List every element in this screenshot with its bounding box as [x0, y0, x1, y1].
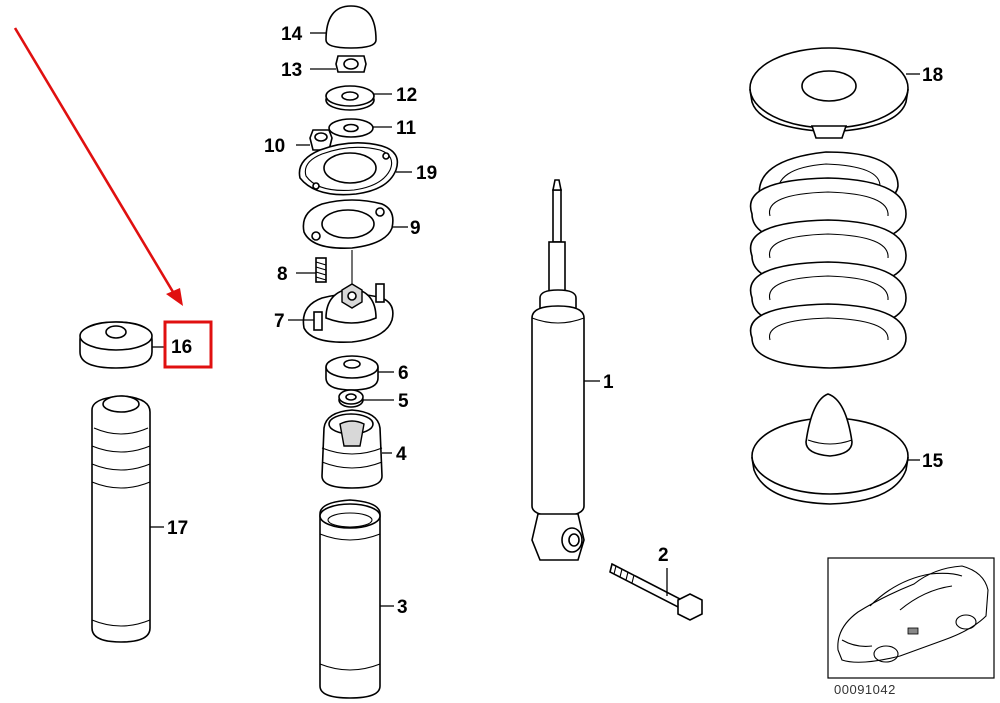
callout-6[interactable]: 6 [398, 363, 409, 384]
part-15-spring-pad[interactable] [751, 393, 920, 505]
part-10-nut[interactable] [296, 129, 333, 151]
callout-19[interactable]: 19 [416, 163, 437, 184]
callout-3[interactable]: 3 [397, 597, 408, 618]
callout-10[interactable]: 10 [264, 136, 285, 157]
part-16-cap[interactable] [79, 321, 166, 369]
callout-7[interactable]: 7 [274, 311, 285, 332]
callout-18[interactable]: 18 [922, 65, 943, 86]
callout-5[interactable]: 5 [398, 391, 409, 412]
part-6-cup[interactable] [325, 355, 394, 391]
diagram-reference-number: 00091042 [834, 682, 896, 697]
callout-9[interactable]: 9 [410, 218, 421, 239]
part-4-bump-stop[interactable] [321, 409, 392, 489]
callout-2[interactable]: 2 [658, 545, 669, 566]
part-3-boot[interactable] [319, 499, 394, 699]
coil-spring[interactable] [749, 151, 907, 369]
highlight-arrow [13, 27, 183, 306]
part-1-shock-absorber[interactable] [531, 179, 600, 561]
callout-8[interactable]: 8 [277, 264, 288, 285]
part-14-top-cap[interactable] [310, 5, 377, 49]
callout-14[interactable]: 14 [281, 24, 303, 45]
callout-1[interactable]: 1 [603, 372, 614, 393]
part-13-nut[interactable] [310, 55, 367, 73]
callout-11[interactable]: 11 [396, 118, 417, 139]
part-2-bolt[interactable] [609, 562, 703, 621]
callout-12[interactable]: 12 [396, 85, 417, 106]
part-11-flat-washer[interactable] [328, 118, 392, 138]
part-19-gasket[interactable] [298, 142, 412, 196]
highlight-box [163, 320, 213, 369]
part-12-washer[interactable] [325, 85, 392, 111]
callout-16[interactable]: 16 [171, 337, 192, 358]
callout-15[interactable]: 15 [922, 451, 944, 472]
part-9-plate[interactable] [302, 199, 408, 249]
vehicle-thumbnail [827, 557, 995, 679]
part-8-stud[interactable] [296, 257, 327, 283]
part-7-strut-mount[interactable] [288, 250, 394, 344]
part-18-spring-seat[interactable] [749, 47, 920, 139]
callout-13[interactable]: 13 [281, 60, 302, 81]
part-5-ring[interactable] [338, 389, 394, 408]
part-17-bump-stop[interactable] [91, 395, 164, 643]
callout-4[interactable]: 4 [396, 444, 407, 465]
callout-17[interactable]: 17 [167, 518, 188, 539]
